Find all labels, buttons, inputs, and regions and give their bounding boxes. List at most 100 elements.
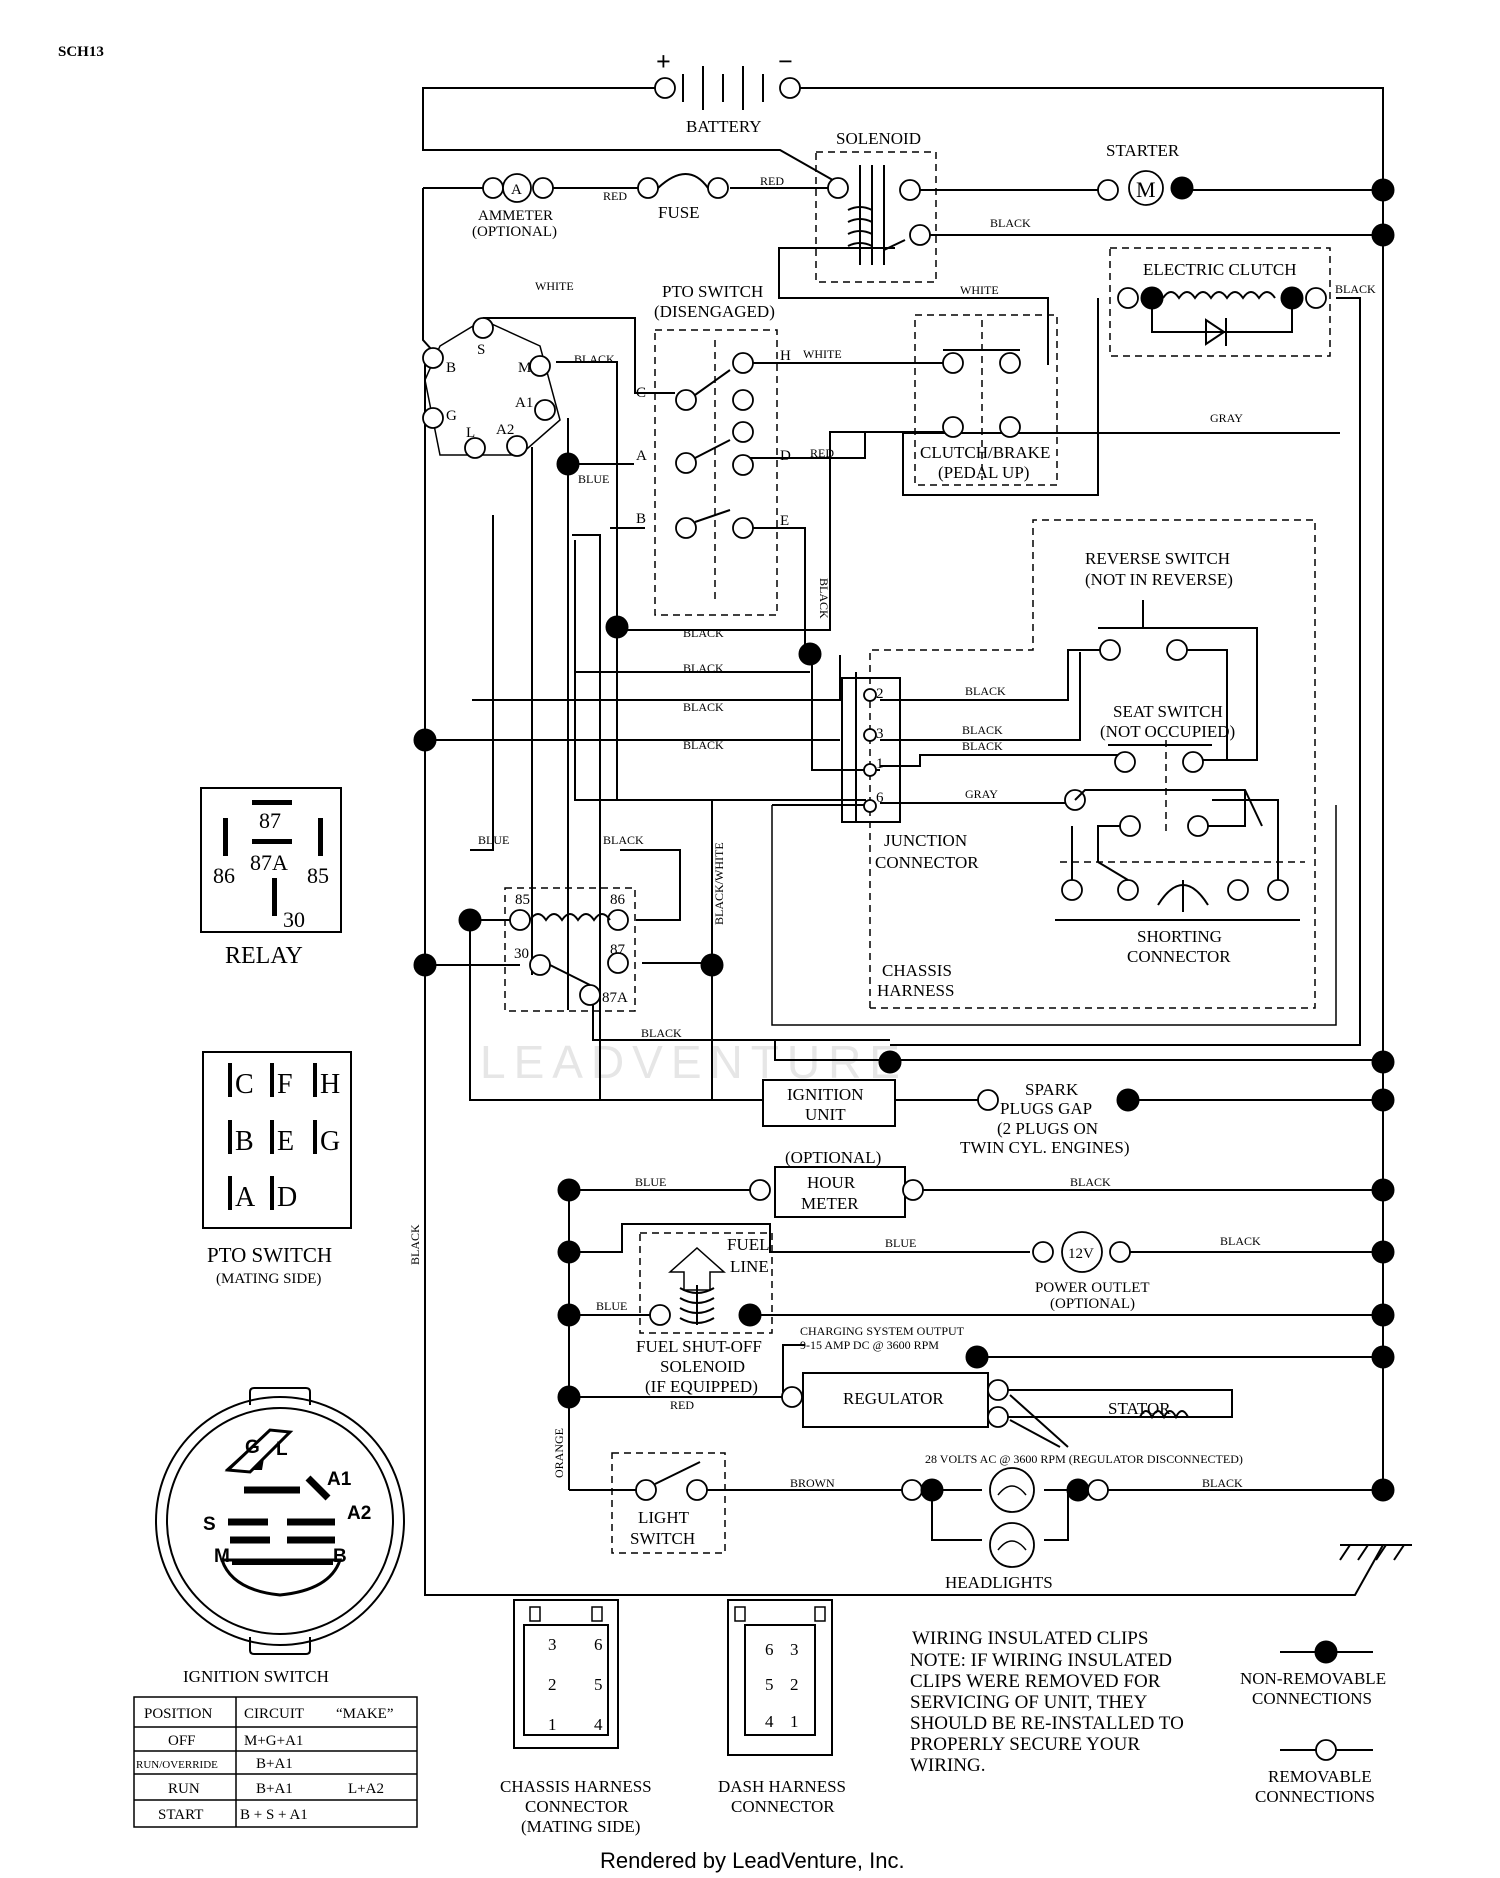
spark-line4: TWIN CYL. ENGINES): [960, 1138, 1130, 1157]
table-row-circuit: B + S + A1: [240, 1807, 308, 1823]
clutch-brake-switch: CLUTCH/BRAKE (PEDAL UP): [914, 314, 1058, 486]
ign-face-a1: A1: [327, 1469, 352, 1490]
pto-cell-f: F: [277, 1069, 293, 1100]
note-line: PROPERLY SECURE YOUR: [910, 1734, 1140, 1755]
wire-brown: BROWN: [790, 1476, 835, 1490]
pto-cell-h: H: [320, 1069, 340, 1100]
relay-pin-30: 30: [283, 907, 305, 932]
dash-pin-2: 2: [790, 1675, 799, 1694]
wire-black-j3: BLACK: [962, 723, 1003, 737]
wire-red-d: RED: [810, 446, 834, 460]
wire-black-white: BLACK/WHITE: [712, 842, 726, 925]
battery-minus: −: [778, 47, 793, 76]
chassis-pin-4: 4: [594, 1715, 603, 1734]
chassis-harness-connector: 3 6 2 5 1 4 CHASSIS HARNESS CONNECTOR (M…: [500, 1599, 652, 1836]
legend-removable-1: REMOVABLE: [1268, 1767, 1372, 1786]
ign-face-l: L: [276, 1439, 288, 1460]
chassis-conn-line2: CONNECTOR: [525, 1797, 629, 1816]
note-line: NOTE: IF WIRING INSULATED: [910, 1650, 1172, 1671]
chassis-conn-line3: (MATING SIDE): [521, 1817, 640, 1836]
ignition-unit-label2: UNIT: [805, 1105, 846, 1124]
battery-plus: +: [656, 47, 671, 76]
relay-circuit-87a: 87A: [602, 990, 628, 1006]
relay-pin-86: 86: [213, 863, 235, 888]
ignition-terminal-wheel: B S M A1 G L A2: [422, 317, 561, 459]
footer-credit: Rendered by LeadVenture, Inc.: [600, 1848, 905, 1873]
note-line: CLIPS WERE REMOVED FOR: [910, 1671, 1161, 1692]
electric-clutch: ELECTRIC CLUTCH: [1109, 247, 1331, 357]
ammeter-label: AMMETER: [478, 208, 553, 224]
pto-term-b: B: [636, 511, 646, 527]
battery-label: BATTERY: [686, 117, 762, 136]
headlights-label: HEADLIGHTS: [945, 1573, 1053, 1592]
chassis-pin-6: 6: [594, 1635, 603, 1654]
ammeter-symbol: A: [511, 182, 522, 198]
pto-mating-label: PTO SWITCH: [207, 1243, 332, 1267]
wiring-note: WIRING INSULATED CLIPS NOTE: IF WIRING I…: [910, 1628, 1184, 1776]
ammeter: A AMMETER (OPTIONAL): [472, 173, 557, 240]
power-outlet-note: (OPTIONAL): [1050, 1296, 1135, 1312]
solenoid: SOLENOID: [815, 129, 937, 283]
pto-mating-cell-b: B: [228, 1120, 254, 1157]
wire-red-2: RED: [760, 174, 784, 188]
solenoid-label: SOLENOID: [836, 129, 921, 148]
pto-term-c: C: [636, 385, 646, 401]
relay-pin-87a: 87A: [250, 850, 288, 875]
fuel-sol-line2: SOLENOID: [660, 1357, 745, 1376]
pto-term-a: A: [636, 448, 647, 464]
junction-pin-1: 1: [876, 756, 884, 772]
pto-mating-cell-d: D: [270, 1176, 297, 1213]
fuse-label: FUSE: [658, 203, 700, 222]
ign-face-g: G: [245, 1437, 260, 1458]
table-header-make: “MAKE”: [336, 1706, 393, 1722]
ignition-table: POSITION CIRCUIT “MAKE” OFF M+G+A1 RUN/O…: [133, 1696, 418, 1828]
wire-black-sol: BLACK: [990, 216, 1031, 230]
ign-term-a2: A2: [496, 422, 514, 438]
fuel-sol-line3: (IF EQUIPPED): [645, 1377, 758, 1396]
wire-red-1: RED: [603, 189, 627, 203]
ignition-unit: IGNITION UNIT SPARK PLUGS GAP (2 PLUGS O…: [762, 1079, 1140, 1157]
table-header-circuit: CIRCUIT: [244, 1706, 304, 1722]
legend-removable-2: CONNECTIONS: [1255, 1787, 1375, 1806]
hour-meter-line1: HOUR: [807, 1173, 856, 1192]
note-line: WIRING.: [910, 1755, 985, 1776]
table-row-position: START: [158, 1807, 203, 1823]
wire-black-clutch: BLACK: [1335, 282, 1376, 296]
wire-gray-1: GRAY: [1210, 411, 1243, 425]
pto-switch-state: (DISENGAGED): [654, 302, 775, 321]
wire-black-h3: BLACK: [683, 700, 724, 714]
ign-term-b: B: [446, 360, 456, 376]
ign-term-m: M: [518, 360, 531, 376]
wire-blue-hm: BLUE: [635, 1175, 666, 1189]
ign-term-l: L: [466, 425, 475, 441]
dash-pin-1: 1: [790, 1712, 799, 1731]
wire-black-j1: BLACK: [962, 739, 1003, 753]
table-row-circuit: M+G+A1: [244, 1733, 303, 1749]
pto-switch-label: PTO SWITCH: [662, 282, 763, 301]
dash-conn-line2: CONNECTOR: [731, 1797, 835, 1816]
junction-label2: CONNECTOR: [875, 853, 979, 872]
charging-line1: CHARGING SYSTEM OUTPUT: [800, 1324, 965, 1338]
note-title: WIRING INSULATED CLIPS: [912, 1628, 1148, 1649]
junction-label1: JUNCTION: [884, 831, 967, 850]
ign-term-s: S: [477, 342, 485, 358]
hour-meter-optional: (OPTIONAL): [785, 1148, 881, 1167]
chassis-pin-2: 2: [548, 1675, 557, 1694]
pto-term-h: H: [780, 348, 791, 364]
seat-switch-label1: SEAT SWITCH: [1113, 702, 1223, 721]
dash-conn-line1: DASH HARNESS: [718, 1777, 846, 1796]
ground-symbol: [1339, 1544, 1412, 1561]
relay-circuit-30: 30: [514, 946, 529, 962]
pto-cell-g: G: [320, 1126, 340, 1157]
fuel-solenoid: FUEL LINE FUEL SHUT-OFF SOLENOID (IF EQU…: [636, 1232, 773, 1396]
wire-black-relay: BLACK: [603, 833, 644, 847]
pto-switch-circuit: PTO SWITCH (DISENGAGED) C A B H D E: [636, 282, 791, 616]
wire-blue-po: BLUE: [885, 1236, 916, 1250]
pto-mating-cell-h: H: [313, 1063, 340, 1100]
relay-label: RELAY: [225, 943, 303, 969]
spark-line1: SPARK: [1025, 1080, 1079, 1099]
light-switch-line1: LIGHT: [638, 1508, 690, 1527]
dash-pin-6: 6: [765, 1640, 774, 1659]
pto-cell-a: A: [235, 1182, 256, 1213]
dash-pin-5: 5: [765, 1675, 774, 1694]
